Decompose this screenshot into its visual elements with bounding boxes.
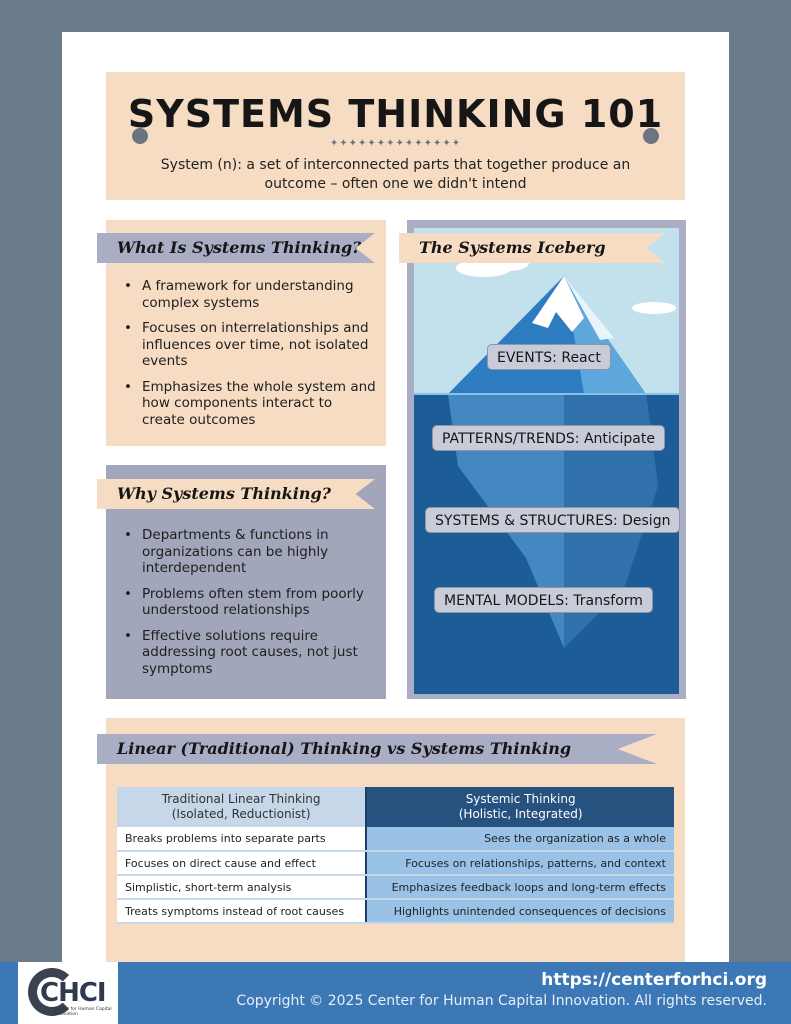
iceberg-illustration — [414, 228, 679, 694]
iceberg-level-structures: SYSTEMS & STRUCTURES: Design — [425, 507, 681, 533]
what-is-heading: What Is Systems Thinking? — [97, 233, 375, 263]
list-item: A framework for understanding complex sy… — [122, 278, 377, 311]
why-list: Departments & functions in organizations… — [122, 527, 377, 686]
bullet-dot-icon — [132, 128, 148, 144]
table-cell: Focuses on direct cause and effect — [117, 851, 368, 876]
iceberg-level-events: EVENTS: React — [487, 344, 611, 370]
iceberg-icon — [414, 228, 679, 694]
table-cell: Breaks problems into separate parts — [117, 827, 368, 852]
footer-bar — [0, 962, 791, 1024]
iceberg-panel — [407, 220, 686, 699]
logo-text: CHCI — [40, 978, 107, 1008]
title-header: SYSTEMS THINKING 101 ✦✦✦✦✦✦✦✦✦✦✦✦✦✦ Syst… — [106, 72, 685, 200]
why-heading: Why Systems Thinking? — [97, 479, 375, 509]
table-cell: Focuses on relationships, patterns, and … — [366, 851, 674, 876]
iceberg-heading: The Systems Iceberg — [399, 233, 665, 263]
table-cell: Treats symptoms instead of root causes — [117, 899, 368, 924]
logo-subtext: Center for Human Capital Innovation — [54, 1007, 112, 1017]
column-title: Traditional Linear Thinking — [161, 792, 321, 806]
website-link[interactable]: https://centerforhci.org — [541, 970, 767, 990]
comparison-heading: Linear (Traditional) Thinking vs Systems… — [97, 734, 657, 764]
systemic-column-header: Systemic Thinking (Holistic, Integrated) — [366, 787, 674, 827]
list-item: Departments & functions in organizations… — [122, 527, 377, 577]
column-subtitle: (Isolated, Reductionist) — [171, 807, 311, 821]
table-row: Simplistic, short-term analysis Emphasiz… — [117, 875, 674, 900]
list-item: Effective solutions require addressing r… — [122, 628, 377, 678]
table-row: Focuses on direct cause and effect Focus… — [117, 851, 674, 876]
iceberg-level-patterns: PATTERNS/TRENDS: Anticipate — [432, 425, 665, 451]
bullet-dot-icon — [643, 128, 659, 144]
copyright-text: Copyright © 2025 Center for Human Capita… — [236, 993, 767, 1009]
table-cell: Simplistic, short-term analysis — [117, 875, 368, 900]
linear-column-header: Traditional Linear Thinking (Isolated, R… — [117, 787, 368, 827]
list-item: Problems often stem from poorly understo… — [122, 586, 377, 619]
system-definition: System (n): a set of interconnected part… — [160, 157, 631, 192]
table-cell: Emphasizes feedback loops and long-term … — [366, 875, 674, 900]
list-item: Focuses on interrelationships and influe… — [122, 320, 377, 370]
table-row: Breaks problems into separate parts Sees… — [117, 827, 674, 852]
column-subtitle: (Holistic, Integrated) — [458, 807, 583, 821]
logo-ring-icon — [28, 968, 76, 1016]
table-row: Treats symptoms instead of root causes H… — [117, 899, 674, 924]
comparison-table: Traditional Linear Thinking (Isolated, R… — [117, 787, 674, 924]
chci-logo: CHCI Center for Human Capital Innovation — [18, 962, 118, 1024]
table-header-row: Traditional Linear Thinking (Isolated, R… — [117, 787, 674, 827]
column-title: Systemic Thinking — [465, 792, 576, 806]
table-cell: Sees the organization as a whole — [366, 827, 674, 852]
sparkle-divider: ✦✦✦✦✦✦✦✦✦✦✦✦✦✦ — [329, 138, 462, 149]
page-title: SYSTEMS THINKING 101 — [127, 92, 664, 136]
what-is-list: A framework for understanding complex sy… — [122, 278, 377, 437]
table-cell: Highlights unintended consequences of de… — [366, 899, 674, 924]
iceberg-level-mental-models: MENTAL MODELS: Transform — [434, 587, 653, 613]
list-item: Emphasizes the whole system and how comp… — [122, 379, 377, 429]
